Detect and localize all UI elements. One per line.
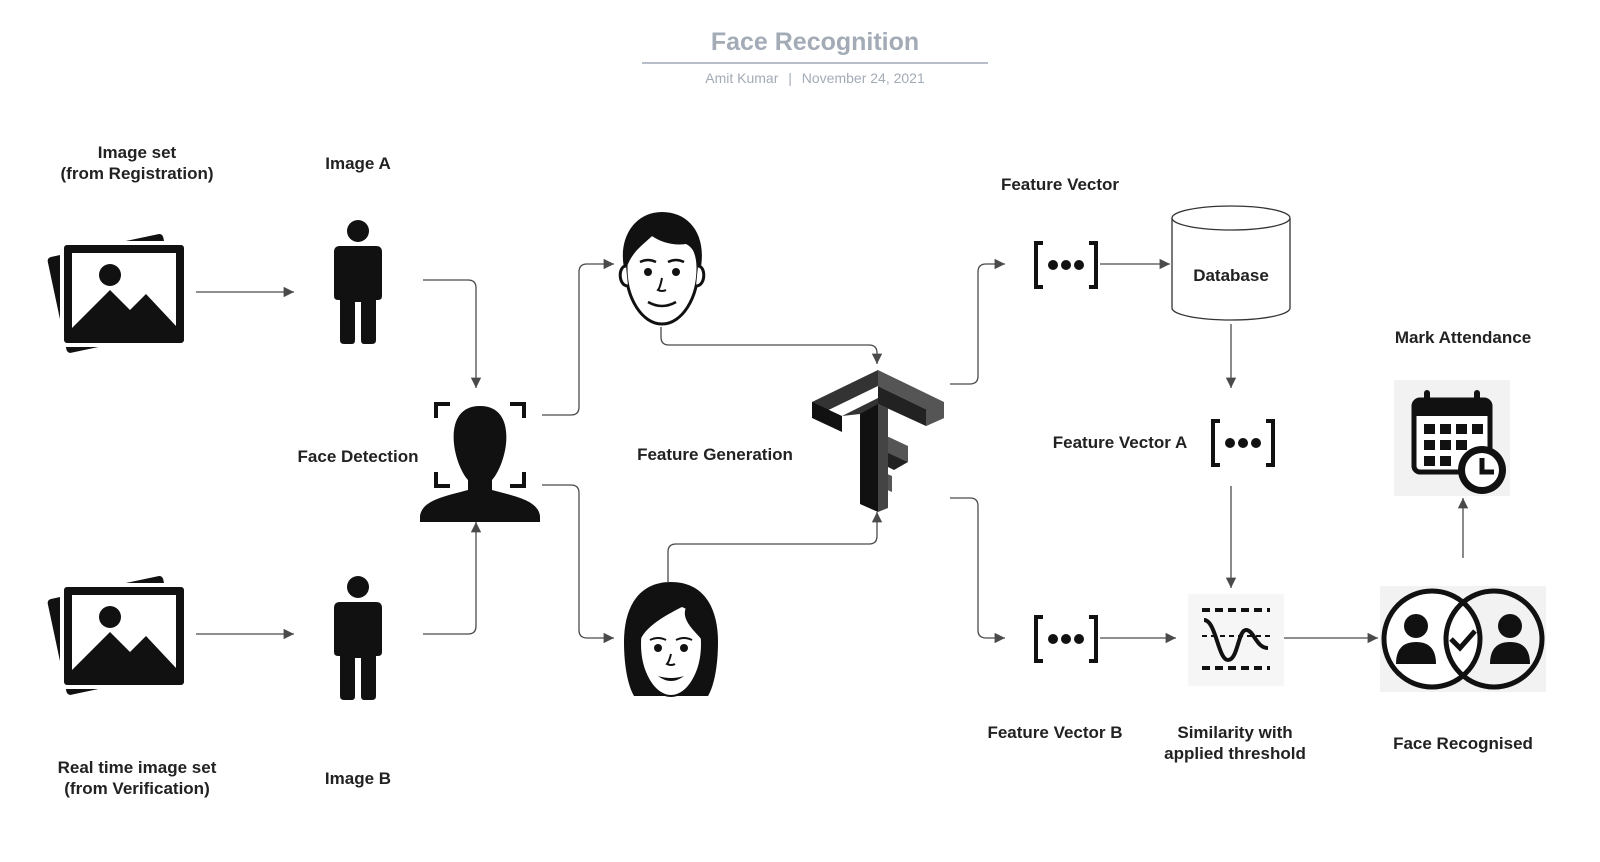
subtitle-separator: | — [788, 70, 792, 86]
page-subtitle: Amit Kumar | November 24, 2021 — [640, 70, 990, 86]
document-date: November 24, 2021 — [801, 70, 925, 86]
label-feature-vector-b: Feature Vector B — [987, 723, 1123, 742]
label-face-recognised: Face Recognised — [1393, 734, 1533, 753]
label-feature-vector-a: Feature Vector A — [1052, 433, 1188, 452]
calendar-clock-icon — [1394, 380, 1510, 496]
edge-image-b-to-detection — [423, 522, 482, 635]
page-title: Face Recognition — [710, 28, 920, 56]
edge-tensorflow-to-vector-b — [950, 497, 1005, 644]
image-stack-icon — [47, 233, 188, 353]
image-stack-icon — [47, 575, 188, 695]
label-similarity: Similarity with applied threshold — [1164, 723, 1306, 763]
title-underline — [642, 62, 988, 64]
edge-detection-to-female-face — [542, 484, 614, 644]
person-icon — [334, 576, 382, 700]
database-icon — [1171, 205, 1291, 321]
label-feature-generation: Feature Generation — [637, 445, 793, 464]
label-image-b: Image B — [324, 769, 392, 788]
label-feature-vector: Feature Vector — [1000, 175, 1120, 194]
vector-icon — [1211, 419, 1275, 467]
edge-detection-to-male-face — [542, 258, 614, 416]
label-image-a: Image A — [325, 154, 391, 173]
vector-icon — [1034, 241, 1098, 289]
threshold-icon — [1188, 594, 1284, 686]
male-face-icon — [618, 212, 706, 326]
edge-female-face-to-tensorflow — [667, 512, 883, 582]
database-label: Database — [1193, 266, 1269, 285]
edge-tensorflow-to-vector — [950, 258, 1005, 385]
label-mark-attendance: Mark Attendance — [1394, 328, 1532, 347]
female-face-icon — [624, 582, 718, 698]
edge-image-a-to-detection — [423, 279, 482, 388]
vector-icon — [1034, 615, 1098, 663]
face-scan-icon — [420, 402, 540, 522]
label-image-set-registration: Image set (from Registration) — [60, 143, 214, 183]
edge-male-face-to-tensorflow — [660, 327, 883, 364]
tensorflow-icon — [812, 370, 944, 512]
label-real-time-image-set: Real time image set (from Verification) — [57, 758, 217, 798]
face-match-icon — [1380, 586, 1546, 692]
author-name: Amit Kumar — [705, 70, 779, 86]
label-face-detection: Face Detection — [297, 447, 419, 466]
person-icon — [334, 220, 382, 344]
